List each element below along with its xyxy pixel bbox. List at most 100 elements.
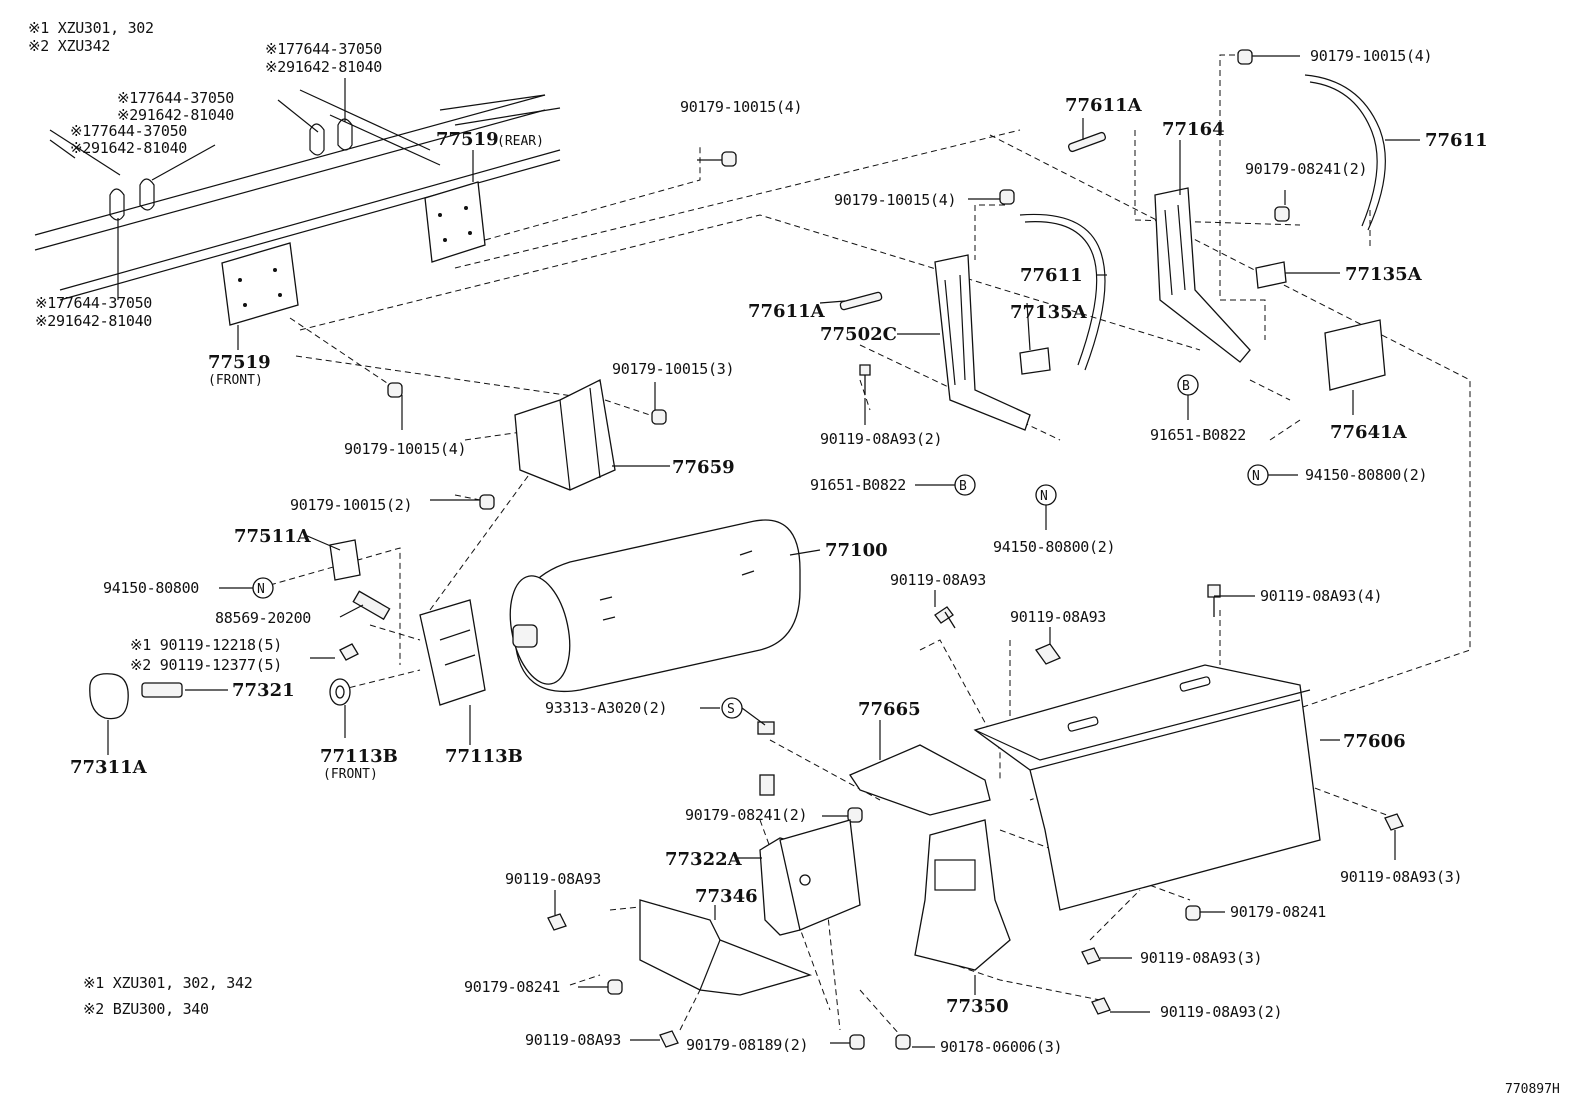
- symbol-s: S: [727, 702, 735, 717]
- tank-cover-77606: [973, 664, 1321, 911]
- part-label: 90119-08A93: [505, 870, 601, 888]
- part-number: 77519: [208, 352, 271, 373]
- symbol-n: N: [257, 582, 265, 597]
- part-label: 90179-08189(2): [686, 1036, 808, 1054]
- pin-77611A: [839, 131, 1107, 311]
- hanger-bracket: [109, 118, 353, 221]
- bracket-77322A: [759, 819, 861, 936]
- part-number: 77611: [1020, 265, 1083, 286]
- washer-77113B-front: [329, 678, 351, 706]
- part-number: 77346: [695, 886, 758, 907]
- part-label: 90119-08A93(3): [1340, 868, 1462, 886]
- part-number: 77311A: [70, 757, 148, 778]
- part-qualifier: (FRONT): [208, 373, 263, 388]
- tank-band-bracket-77502C: [934, 254, 1031, 431]
- part-number: 77611A: [1065, 95, 1143, 116]
- part-number: 77611A: [748, 301, 826, 322]
- clip-93313: [757, 721, 775, 796]
- part-label: 91651-B0822: [1150, 426, 1246, 444]
- fuel-tank: [509, 519, 801, 692]
- part-number: 77665: [858, 699, 921, 720]
- part-number: 77511A: [234, 526, 312, 547]
- part-label: 93313-A3020(2): [545, 699, 667, 717]
- part-number: 77113B: [445, 746, 523, 767]
- part-label: ※177644-37050: [35, 294, 152, 312]
- part-label: 91651-B0822: [810, 476, 906, 494]
- part-label: 90119-08A93: [525, 1031, 621, 1049]
- part-label: 90179-10015(4): [344, 440, 466, 458]
- part-label: ※2 90119-12377(5): [130, 656, 282, 674]
- part-label: ※177644-37050: [117, 89, 234, 107]
- part-number: 77502C: [820, 324, 897, 345]
- part-label: 90119-08A93(2): [820, 430, 942, 448]
- heat-shield-77665: [849, 744, 991, 816]
- part-label: 94150-80800: [103, 579, 199, 597]
- part-label: ※1 90119-12218(5): [130, 636, 282, 654]
- note-top-2: ※2 XZU342: [28, 37, 110, 55]
- drain-plug-77321: [141, 682, 183, 698]
- bolt: [339, 364, 1404, 1048]
- part-number: 77322A: [665, 849, 743, 870]
- tank-bracket-plate-rear: [424, 181, 486, 263]
- part-number: 77100: [825, 540, 888, 561]
- part-label: 90179-08241(2): [685, 806, 807, 824]
- tank-mount-77113B: [329, 539, 486, 706]
- part-number: 77519: [436, 129, 499, 150]
- part-label: 90179-10015(4): [834, 191, 956, 209]
- part-label: ※177644-37050: [265, 40, 382, 58]
- part-label: 90179-10015(4): [680, 98, 802, 116]
- part-label: 88569-20200: [215, 609, 311, 627]
- step-bracket-77346: [639, 899, 813, 996]
- part-number: 77113B: [320, 746, 398, 767]
- pad-77135A: [1019, 261, 1287, 375]
- part-label: 94150-80800(2): [1305, 466, 1427, 484]
- tank-band-bracket-77164: [1154, 187, 1251, 363]
- tank-support-bracket-77659: [514, 379, 616, 491]
- part-label: 90179-08241: [464, 978, 560, 996]
- symbol-n: N: [1040, 489, 1048, 504]
- part-number: 77606: [1343, 731, 1406, 752]
- tank-bracket-plate-front: [221, 242, 299, 326]
- part-label: ※177644-37050: [70, 122, 187, 140]
- part-label: 90119-08A93: [1010, 608, 1106, 626]
- cover-77350: [914, 819, 1011, 971]
- part-label: 90119-08A93(4): [1260, 587, 1382, 605]
- part-number: 77611: [1425, 130, 1488, 151]
- part-label: 90179-08241(2): [1245, 160, 1367, 178]
- part-qualifier: (FRONT): [323, 767, 378, 782]
- part-label: 90179-08241: [1230, 903, 1326, 921]
- part-label: 90179-10015(4): [1310, 47, 1432, 65]
- part-number: 77135A: [1345, 264, 1423, 285]
- part-label: 94150-80800(2): [993, 538, 1115, 556]
- part-number: 77321: [232, 680, 295, 701]
- note-top-1: ※1 XZU301, 302: [28, 19, 154, 37]
- part-number: 77350: [946, 996, 1009, 1017]
- part-label: 90119-08A93(2): [1160, 1003, 1282, 1021]
- part-number: 77164: [1162, 119, 1225, 140]
- cap-77311A: [89, 673, 129, 720]
- part-label: 90119-08A93: [890, 571, 986, 589]
- part-label: ※291642-81040: [117, 106, 234, 124]
- part-number: 77659: [672, 457, 735, 478]
- symbol-circle: [252, 374, 1269, 719]
- leader-lines: [107, 55, 1420, 1048]
- symbol-n: N: [1252, 469, 1260, 484]
- part-number: 77135A: [1010, 302, 1088, 323]
- part-label: 90179-10015(2): [290, 496, 412, 514]
- note-bottom-2: ※2 BZU300, 340: [83, 1000, 209, 1018]
- figure-id: 770897H: [1505, 1082, 1560, 1097]
- part-label: ※291642-81040: [35, 312, 152, 330]
- symbol-b: B: [1182, 379, 1190, 394]
- part-label: ※291642-81040: [265, 58, 382, 76]
- part-label: ※291642-81040: [70, 139, 187, 157]
- symbol-b: B: [959, 479, 967, 494]
- note-bottom-1: ※1 XZU301, 302, 342: [83, 974, 252, 992]
- part-label: 90179-10015(3): [612, 360, 734, 378]
- nut: [387, 49, 1290, 1050]
- part-label: 90119-08A93(3): [1140, 949, 1262, 967]
- plate-77641A: [1324, 319, 1386, 391]
- part-label: 90178-06006(3): [940, 1038, 1062, 1056]
- part-qualifier: (REAR): [497, 134, 544, 149]
- strap-77611: [1019, 74, 1386, 371]
